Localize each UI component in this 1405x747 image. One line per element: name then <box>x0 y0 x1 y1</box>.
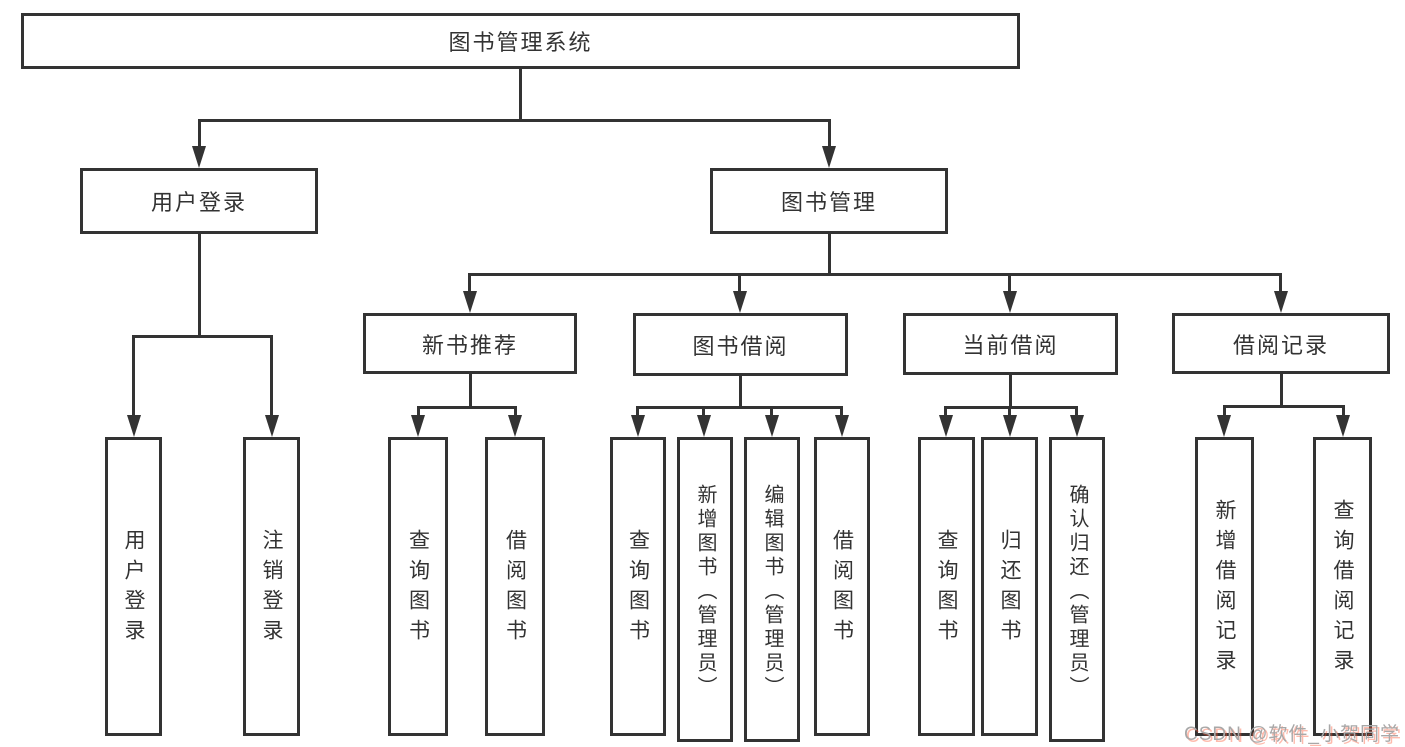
leaf-edit-book-admin: 编辑图书（管理员） <box>744 437 800 742</box>
connector-root-stem <box>519 69 522 120</box>
leaf-label: 查询图书 <box>935 528 958 649</box>
leaf-user-login: 用户登录 <box>105 437 162 736</box>
arrow-down-icon <box>733 291 747 313</box>
leaf-label: 新增图书（管理员） <box>694 483 716 700</box>
arrow-down-icon <box>411 415 425 437</box>
leaf-confirm-return-admin: 确认归还（管理员） <box>1049 437 1105 742</box>
arrow-down-icon <box>765 415 779 437</box>
connector-split <box>945 406 1078 409</box>
arrow-down-icon <box>1217 415 1231 437</box>
connector-stem <box>1009 375 1012 407</box>
connector-root-split <box>198 119 831 122</box>
leaf-add-book-admin: 新增图书（管理员） <box>677 437 733 742</box>
connector-stem <box>739 376 742 407</box>
node-new-book-recommend: 新书推荐 <box>363 313 577 374</box>
leaf-label: 确认归还（管理员） <box>1066 483 1088 700</box>
connector-shaft <box>636 406 639 418</box>
node-book-management-label: 图书管理 <box>780 190 877 215</box>
arrow-down-icon <box>1336 415 1350 437</box>
arrow-down-icon <box>192 146 206 168</box>
leaf-label: 归还图书 <box>998 528 1021 649</box>
leaf-label: 借阅图书 <box>503 528 527 649</box>
leaf-return-book: 归还图书 <box>981 437 1038 736</box>
leaf-query-books-1: 查询图书 <box>388 437 448 736</box>
node-current-borrow: 当前借阅 <box>903 313 1118 375</box>
leaf-query-books-3: 查询图书 <box>918 437 975 736</box>
leaf-label: 查询图书 <box>626 528 650 649</box>
connector-stem <box>469 374 472 407</box>
connector-shaft-book-mgmt <box>828 119 831 149</box>
leaf-label: 编辑图书（管理员） <box>761 483 783 700</box>
arrow-down-icon <box>697 415 711 437</box>
arrow-down-icon <box>835 415 849 437</box>
leaf-query-books-2: 查询图书 <box>610 437 666 736</box>
node-current-borrow-label: 当前借阅 <box>962 333 1059 358</box>
arrow-down-icon <box>822 146 836 168</box>
connector-shaft <box>738 273 741 293</box>
connector-shaft <box>468 273 471 293</box>
connector-shaft <box>1223 405 1226 418</box>
leaf-label: 用户登录 <box>122 528 145 649</box>
connector-shaft <box>1342 405 1345 418</box>
arrow-down-icon <box>1003 291 1017 313</box>
arrow-down-icon <box>631 415 645 437</box>
leaf-logout: 注销登录 <box>243 437 300 736</box>
connector-userlogin-stem <box>198 234 201 336</box>
connector-shaft <box>702 406 705 418</box>
connector-shaft <box>1279 273 1282 293</box>
connector-shaft <box>514 406 517 418</box>
connector-shaft <box>770 406 773 418</box>
connector-shaft <box>1008 406 1011 418</box>
node-new-book-recommend-label: 新书推荐 <box>421 332 518 358</box>
leaf-label: 注销登录 <box>260 528 283 649</box>
csdn-watermark: CSDN @软件_小贺同学 <box>1184 724 1400 745</box>
node-book-borrow: 图书借阅 <box>633 313 848 376</box>
arrow-down-icon <box>1003 415 1017 437</box>
node-root-label: 图书管理系统 <box>448 30 593 55</box>
connector-userlogin-split <box>132 335 273 338</box>
connector-shaft <box>840 406 843 418</box>
arrow-down-icon <box>939 415 953 437</box>
node-borrow-records: 借阅记录 <box>1172 313 1390 374</box>
leaf-label: 新增借阅记录 <box>1213 498 1236 679</box>
node-root: 图书管理系统 <box>21 13 1020 69</box>
node-user-login-label: 用户登录 <box>150 190 247 215</box>
connector-stem <box>1280 374 1283 406</box>
leaf-borrow-books-1: 借阅图书 <box>485 437 545 736</box>
connector-shaft <box>132 335 135 417</box>
arrow-down-icon <box>265 415 279 437</box>
node-user-login: 用户登录 <box>80 168 318 234</box>
leaf-query-borrow-record: 查询借阅记录 <box>1313 437 1372 736</box>
connector-level3-split <box>469 273 1282 276</box>
connector-shaft-user-login <box>198 119 201 149</box>
leaf-add-borrow-record: 新增借阅记录 <box>1195 437 1254 736</box>
leaf-label: 查询借阅记录 <box>1331 498 1354 679</box>
connector-shaft <box>417 406 420 418</box>
arrow-down-icon <box>463 291 477 313</box>
leaf-label: 借阅图书 <box>830 528 854 649</box>
arrow-down-icon <box>1070 415 1084 437</box>
node-borrow-records-label: 借阅记录 <box>1232 332 1329 358</box>
leaf-borrow-books-2: 借阅图书 <box>814 437 870 736</box>
connector-shaft <box>944 406 947 418</box>
leaf-label: 查询图书 <box>406 528 430 649</box>
node-book-management: 图书管理 <box>710 168 948 234</box>
arrow-down-icon <box>127 415 141 437</box>
connector-shaft <box>1075 406 1078 418</box>
connector-shaft <box>1008 273 1011 293</box>
connector-shaft <box>270 335 273 417</box>
arrow-down-icon <box>508 415 522 437</box>
connector-bookmgmt-stem <box>828 234 831 274</box>
arrow-down-icon <box>1274 291 1288 313</box>
connector-split <box>636 406 843 409</box>
node-book-borrow-label: 图书借阅 <box>692 333 789 359</box>
connector-split <box>417 406 517 409</box>
connector-split <box>1223 405 1344 408</box>
